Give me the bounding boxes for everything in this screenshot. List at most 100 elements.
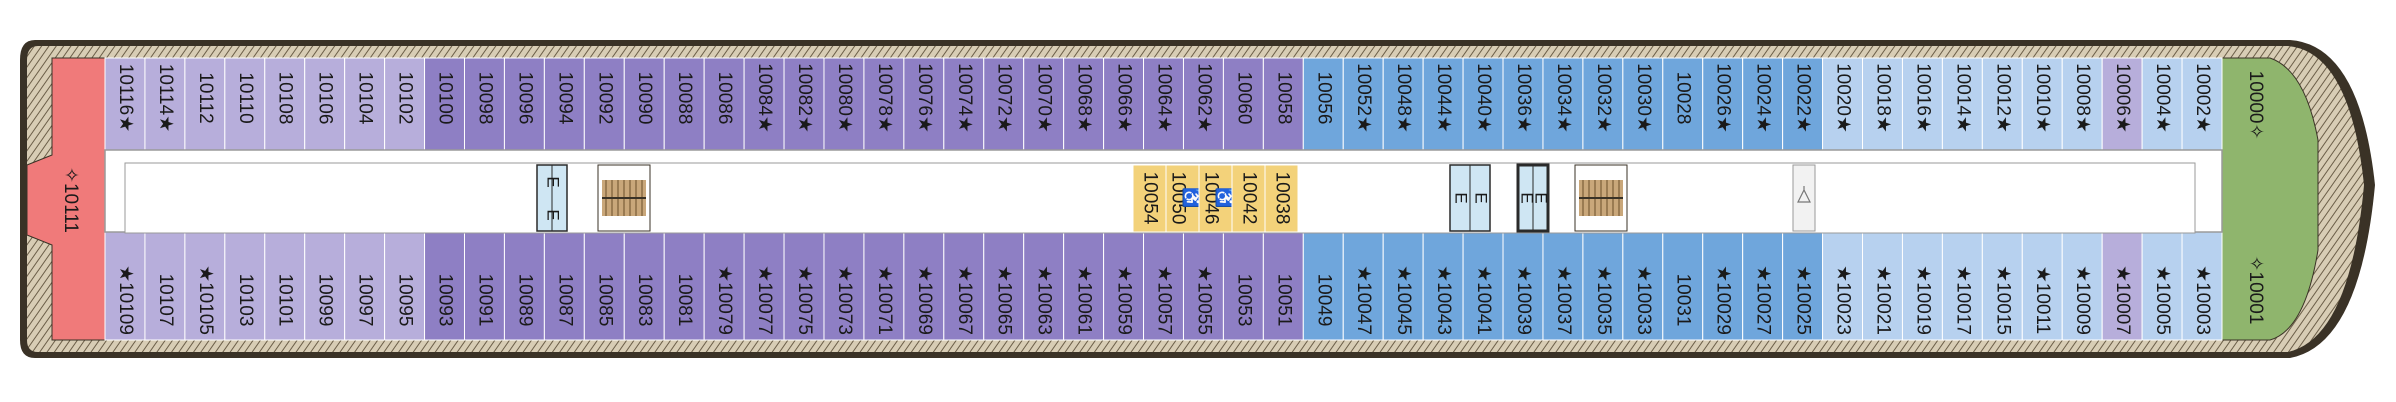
cabin-10105[interactable]: ★10105 xyxy=(184,231,226,341)
cabin-10076[interactable]: 10076★ xyxy=(903,57,945,151)
cabin-10082[interactable]: 10082★ xyxy=(783,57,825,151)
cabin-10045[interactable]: ★10045 xyxy=(1382,231,1424,341)
cabin-10066[interactable]: 10066★ xyxy=(1103,57,1145,151)
cabin-10019[interactable]: ★10019 xyxy=(1901,231,1943,341)
cabin-10030[interactable]: 10030★ xyxy=(1622,57,1664,151)
cabin-10024[interactable]: 10024★ xyxy=(1742,57,1784,151)
cabin-10047[interactable]: ★10047 xyxy=(1342,231,1384,341)
cabin-10022[interactable]: 10022★ xyxy=(1782,57,1824,151)
cabin-10074[interactable]: 10074★ xyxy=(943,57,985,151)
cabin-10096[interactable]: 10096 xyxy=(503,57,545,151)
cabin-10065[interactable]: ★10065 xyxy=(983,231,1025,341)
cabin-10052[interactable]: 10052★ xyxy=(1342,57,1384,151)
cabin-10071[interactable]: ★10071 xyxy=(863,231,905,341)
cabin-10100[interactable]: 10100 xyxy=(424,57,465,151)
cabin-10093[interactable]: 10093 xyxy=(424,231,465,341)
cabin-10081[interactable]: 10081 xyxy=(663,231,705,341)
cabin-10044[interactable]: 10044★ xyxy=(1422,57,1464,151)
cabin-10059[interactable]: ★10059 xyxy=(1103,231,1145,341)
cabin-10038[interactable]: 10038 xyxy=(1264,164,1299,233)
cabin-10070[interactable]: 10070★ xyxy=(1023,57,1065,151)
cabin-10078[interactable]: 10078★ xyxy=(863,57,905,151)
cabin-10017[interactable]: ★10017 xyxy=(1941,231,1983,341)
cabin-10083[interactable]: 10083 xyxy=(623,231,665,341)
cabin-10007[interactable]: ★10007 xyxy=(2101,231,2143,341)
cabin-10004[interactable]: 10004★ xyxy=(2141,57,2183,151)
cabin-10046[interactable]: 10046♿ xyxy=(1198,164,1235,233)
cabin-10042[interactable]: 10042 xyxy=(1231,164,1266,233)
cabin-10051[interactable]: 10051 xyxy=(1262,231,1304,341)
cabin-10063[interactable]: ★10063 xyxy=(1023,231,1065,341)
cabin-10110[interactable]: 10110 xyxy=(224,57,266,151)
cabin-10116[interactable]: 10116★ xyxy=(104,57,146,151)
cabin-10062[interactable]: 10062★ xyxy=(1182,57,1224,151)
cabin-10048[interactable]: 10048★ xyxy=(1382,57,1424,151)
cabin-10021[interactable]: ★10021 xyxy=(1862,231,1903,341)
cabin-10064[interactable]: 10064★ xyxy=(1143,57,1184,151)
cabin-10039[interactable]: ★10039 xyxy=(1502,231,1544,341)
cabin-10026[interactable]: 10026★ xyxy=(1702,57,1744,151)
cabin-10112[interactable]: 10112 xyxy=(184,57,226,151)
cabin-10092[interactable]: 10092 xyxy=(583,57,625,151)
cabin-10097[interactable]: 10097 xyxy=(344,231,386,341)
cabin-10020[interactable]: 10020★ xyxy=(1822,57,1864,151)
cabin-10049[interactable]: 10049 xyxy=(1302,231,1344,341)
cabin-10067[interactable]: ★10067 xyxy=(943,231,985,341)
cabin-10050[interactable]: 10050♿ xyxy=(1165,164,1202,233)
cabin-10086[interactable]: 10086 xyxy=(703,57,745,151)
cabin-10108[interactable]: 10108 xyxy=(264,57,306,151)
cabin-10016[interactable]: 10016★ xyxy=(1901,57,1943,151)
cabin-10054[interactable]: 10054 xyxy=(1132,164,1167,233)
cabin-10058[interactable]: 10058 xyxy=(1262,57,1304,151)
cabin-10008[interactable]: 10008★ xyxy=(2061,57,2103,151)
cabin-10088[interactable]: 10088 xyxy=(663,57,705,151)
cabin-10073[interactable]: ★10073 xyxy=(823,231,865,341)
cabin-10091[interactable]: 10091 xyxy=(463,231,505,341)
cabin-10003[interactable]: ★10003 xyxy=(2181,231,2223,341)
cabin-10103[interactable]: 10103 xyxy=(224,231,266,341)
cabin-10014[interactable]: 10014★ xyxy=(1941,57,1983,151)
cabin-10089[interactable]: 10089 xyxy=(503,231,545,341)
cabin-10023[interactable]: ★10023 xyxy=(1822,231,1864,341)
cabin-10072[interactable]: 10072★ xyxy=(983,57,1025,151)
cabin-10005[interactable]: ★10005 xyxy=(2141,231,2183,341)
cabin-10028[interactable]: 10028 xyxy=(1662,57,1704,151)
cabin-10090[interactable]: 10090 xyxy=(623,57,665,151)
cabin-10034[interactable]: 10034★ xyxy=(1542,57,1584,151)
cabin-10027[interactable]: ★10027 xyxy=(1742,231,1784,341)
cabin-10033[interactable]: ★10033 xyxy=(1622,231,1664,341)
cabin-10080[interactable]: 10080★ xyxy=(823,57,865,151)
cabin-10104[interactable]: 10104 xyxy=(344,57,386,151)
cabin-10036[interactable]: 10036★ xyxy=(1502,57,1544,151)
cabin-10006[interactable]: 10006★ xyxy=(2101,57,2143,151)
cabin-10010[interactable]: 10010★ xyxy=(2021,57,2063,151)
cabin-10095[interactable]: 10095 xyxy=(384,231,426,341)
cabin-10109[interactable]: ★10109 xyxy=(104,231,146,341)
cabin-10011[interactable]: ★10011 xyxy=(2021,231,2063,341)
cabin-10084[interactable]: 10084★ xyxy=(743,57,785,151)
cabin-10015[interactable]: ★10015 xyxy=(1981,231,2023,341)
cabin-10056[interactable]: 10056 xyxy=(1302,57,1344,151)
cabin-10053[interactable]: 10053 xyxy=(1222,231,1264,341)
cabin-10077[interactable]: ★10077 xyxy=(743,231,785,341)
cabin-10041[interactable]: ★10041 xyxy=(1462,231,1504,341)
cabin-10087[interactable]: 10087 xyxy=(543,231,585,341)
cabin-10075[interactable]: ★10075 xyxy=(783,231,825,341)
cabin-10040[interactable]: 10040★ xyxy=(1462,57,1504,151)
cabin-10069[interactable]: ★10069 xyxy=(903,231,945,341)
forward-suite-block[interactable]: 10000✧ ✧10001 xyxy=(2221,57,2319,341)
cabin-10079[interactable]: ★10079 xyxy=(703,231,745,341)
cabin-10102[interactable]: 10102 xyxy=(384,57,426,151)
cabin-10107[interactable]: 10107 xyxy=(144,231,186,341)
cabin-10002[interactable]: 10002★ xyxy=(2181,57,2223,151)
cabin-10012[interactable]: 10012★ xyxy=(1981,57,2023,151)
cabin-10060[interactable]: 10060 xyxy=(1222,57,1264,151)
cabin-10029[interactable]: ★10029 xyxy=(1702,231,1744,341)
cabin-10025[interactable]: ★10025 xyxy=(1782,231,1824,341)
cabin-10055[interactable]: ★10055 xyxy=(1182,231,1224,341)
cabin-10037[interactable]: ★10037 xyxy=(1542,231,1584,341)
cabin-10031[interactable]: 10031 xyxy=(1662,231,1704,341)
cabin-10043[interactable]: ★10043 xyxy=(1422,231,1464,341)
cabin-10101[interactable]: 10101 xyxy=(264,231,306,341)
cabin-10094[interactable]: 10094 xyxy=(543,57,585,151)
